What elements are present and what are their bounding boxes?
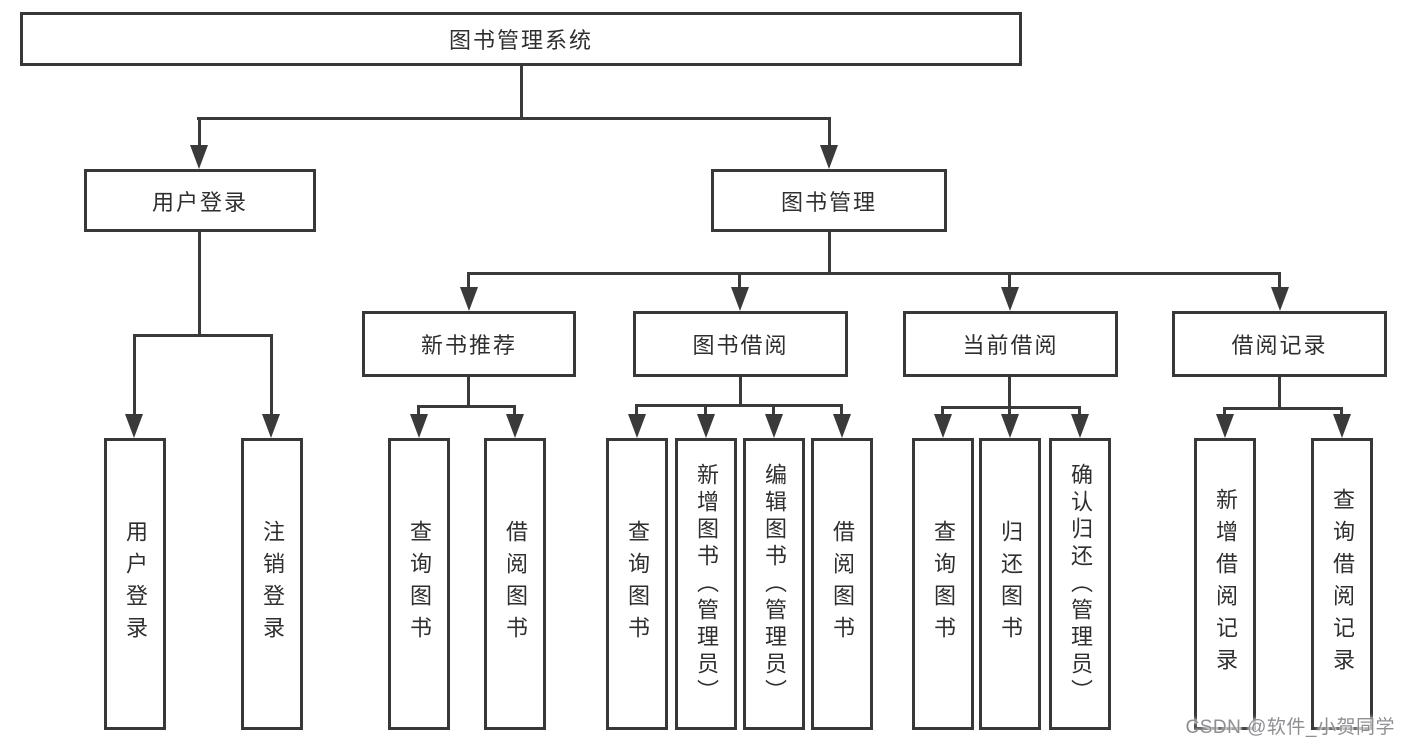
leaf-label: 归还图书 [998, 520, 1023, 648]
node-label: 图书管理系统 [448, 28, 593, 53]
connector-line [417, 405, 420, 417]
connector-line [198, 232, 201, 337]
connector-line [1340, 407, 1343, 416]
connector-line [1223, 407, 1343, 410]
leaf-query-books-recommend: 查询图书 [388, 438, 450, 730]
connector-line [467, 377, 470, 408]
arrowhead-down-icon [1001, 414, 1019, 438]
leaf-label: 编辑图书（管理员） [762, 462, 787, 706]
arrowhead-down-icon [1071, 414, 1089, 438]
leaf-query-books-current: 查询图书 [912, 438, 974, 730]
leaf-return-books: 归还图书 [979, 438, 1041, 730]
node-label: 图书借阅 [692, 333, 789, 358]
arrowhead-down-icon [820, 145, 838, 169]
connector-line [828, 232, 831, 275]
node-user-login: 用户登录 [84, 169, 316, 232]
leaf-add-book-admin: 新增图书（管理员） [675, 438, 737, 730]
arrowhead-down-icon [1216, 414, 1234, 438]
leaf-label: 确认归还（管理员） [1068, 462, 1093, 706]
node-borrow-records: 借阅记录 [1172, 311, 1387, 377]
leaf-user-login: 用户登录 [104, 438, 166, 730]
connector-line [1008, 406, 1011, 417]
arrowhead-down-icon [190, 145, 208, 169]
leaf-label: 新增借阅记录 [1213, 488, 1238, 680]
connector-line [520, 66, 523, 118]
connector-line [467, 272, 470, 290]
arrowhead-down-icon [1271, 287, 1289, 311]
leaf-label: 新增图书（管理员） [694, 462, 719, 706]
connector-line [941, 406, 1081, 409]
leaf-logout: 注销登录 [241, 438, 303, 730]
leaf-label: 借阅图书 [830, 520, 855, 648]
arrowhead-down-icon [410, 414, 428, 438]
connector-line [1278, 272, 1281, 290]
connector-line [197, 117, 831, 120]
connector-line [270, 334, 273, 416]
connector-line [417, 405, 516, 408]
node-current-borrowing: 当前借阅 [903, 311, 1118, 377]
node-book-borrowing: 图书借阅 [633, 311, 848, 377]
leaf-label: 用户登录 [123, 520, 148, 648]
arrowhead-down-icon [262, 414, 280, 438]
connector-line [828, 117, 831, 151]
connector-line [772, 404, 775, 417]
arrowhead-down-icon [460, 287, 478, 311]
connector-line [1278, 377, 1281, 410]
node-new-book-recommend: 新书推荐 [362, 311, 576, 377]
connector-line [467, 272, 1281, 275]
connector-line [513, 405, 516, 417]
leaf-label: 注销登录 [260, 520, 285, 648]
arrowhead-down-icon [765, 414, 783, 438]
arrowhead-down-icon [1333, 414, 1351, 438]
connector-line [739, 377, 742, 407]
connector-line [941, 406, 944, 417]
node-label: 借阅记录 [1231, 333, 1328, 358]
arrowhead-down-icon [1001, 287, 1019, 311]
leaf-label: 借阅图书 [503, 520, 528, 648]
arrowhead-down-icon [934, 414, 952, 438]
connector-line [635, 404, 638, 417]
connector-line [704, 404, 707, 417]
arrowhead-down-icon [125, 414, 143, 438]
arrowhead-down-icon [731, 287, 749, 311]
node-book-management: 图书管理 [711, 169, 947, 232]
leaf-edit-book-admin: 编辑图书（管理员） [743, 438, 805, 730]
connector-line [635, 404, 843, 407]
leaf-borrow-books-borrowing: 借阅图书 [811, 438, 873, 730]
node-label: 当前借阅 [962, 333, 1059, 358]
node-label: 新书推荐 [420, 333, 517, 358]
connector-line [1078, 406, 1081, 417]
leaf-query-borrow-record: 查询借阅记录 [1311, 438, 1373, 730]
leaf-label: 查询借阅记录 [1330, 488, 1355, 680]
connector-line [133, 334, 273, 337]
watermark: CSDN @软件_小贺同学 [1185, 717, 1395, 738]
leaf-label: 查询图书 [625, 520, 650, 648]
connector-line [738, 272, 741, 290]
arrowhead-down-icon [628, 414, 646, 438]
connector-line [1008, 272, 1011, 290]
leaf-add-borrow-record: 新增借阅记录 [1194, 438, 1256, 730]
leaf-borrow-books-recommend: 借阅图书 [484, 438, 546, 730]
arrowhead-down-icon [697, 414, 715, 438]
connector-line [1008, 377, 1011, 409]
node-library-system: 图书管理系统 [20, 12, 1022, 66]
leaf-label: 查询图书 [407, 520, 432, 648]
leaf-confirm-return-admin: 确认归还（管理员） [1049, 438, 1111, 730]
connector-line [133, 334, 136, 416]
node-label: 用户登录 [151, 189, 248, 215]
connector-line [1223, 407, 1226, 416]
node-label: 图书管理 [780, 189, 877, 215]
arrowhead-down-icon [506, 414, 524, 438]
leaf-query-books-borrowing: 查询图书 [606, 438, 668, 730]
connector-line [198, 117, 201, 151]
leaf-label: 查询图书 [931, 520, 956, 648]
connector-line [840, 404, 843, 417]
arrowhead-down-icon [833, 414, 851, 438]
